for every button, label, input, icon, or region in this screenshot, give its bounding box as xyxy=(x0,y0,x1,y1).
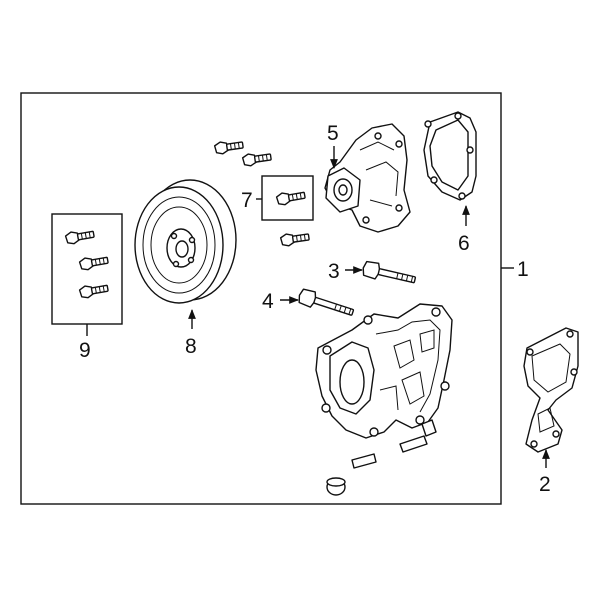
callout-8[interactable]: 8 xyxy=(185,335,197,358)
part-9-bolt-set[interactable] xyxy=(51,213,123,336)
assembly-frame xyxy=(20,92,502,505)
dowel-pin-2[interactable] xyxy=(399,435,428,453)
callout-2[interactable]: 2 xyxy=(539,473,551,496)
bolt-loose-2[interactable] xyxy=(240,150,273,168)
bolt-loose-1[interactable] xyxy=(212,138,245,156)
part-2-gasket[interactable] xyxy=(523,327,579,453)
part-6-gasket[interactable] xyxy=(423,111,477,201)
dowel-pin-1[interactable] xyxy=(351,453,377,469)
bolt-loose-3[interactable] xyxy=(278,230,311,248)
callout-9[interactable]: 9 xyxy=(79,339,91,362)
pump-housing[interactable] xyxy=(315,303,453,439)
plug[interactable] xyxy=(326,477,346,496)
part-4-bolt[interactable] xyxy=(297,288,355,321)
callout-7[interactable]: 7 xyxy=(241,189,253,212)
part-8-pulley[interactable] xyxy=(134,179,237,304)
callout-4[interactable]: 4 xyxy=(262,290,274,313)
callout-3[interactable]: 3 xyxy=(328,260,340,283)
callout-6[interactable]: 6 xyxy=(458,232,470,255)
part-7-bolt[interactable] xyxy=(256,175,314,221)
part-3-bolt[interactable] xyxy=(361,260,417,288)
callout-5[interactable]: 5 xyxy=(327,122,339,145)
callout-1[interactable]: 1 xyxy=(517,258,529,281)
part-5-water-pump[interactable] xyxy=(324,123,411,233)
